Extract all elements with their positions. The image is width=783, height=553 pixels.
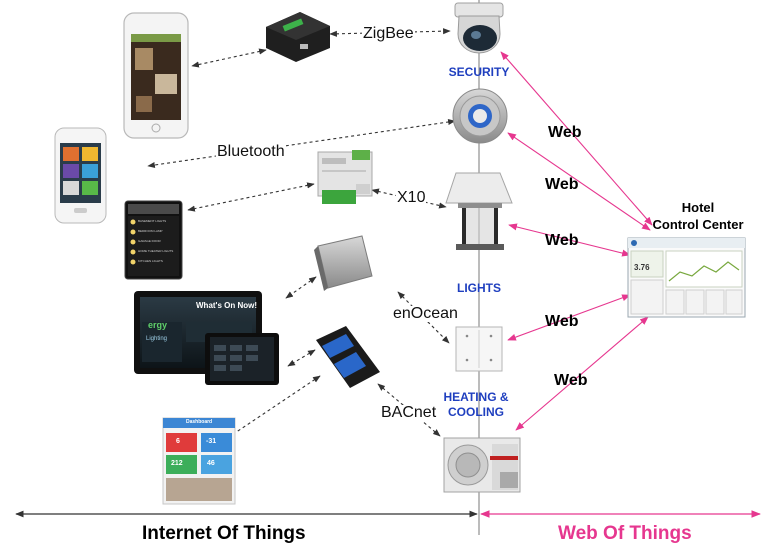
- control-tablet: [205, 333, 279, 385]
- tablet-menu-label: Lighting: [146, 336, 168, 342]
- category-lights: LIGHTS: [457, 281, 501, 295]
- iphone-camera-view: [123, 12, 189, 139]
- web-arrow-lamp: [508, 223, 631, 257]
- smart-lock: [452, 88, 508, 144]
- link-phone-zigbee: [191, 48, 267, 68]
- bacnet-gateway: [316, 326, 380, 388]
- protocol-label-enocean: enOcean: [392, 305, 459, 322]
- link-bacnet-dashboard: [219, 375, 321, 444]
- phone-list-item: KITCHEN LIGHTS: [138, 259, 163, 263]
- web-label: Web: [545, 176, 579, 193]
- protocol-label-bluetooth: Bluetooth: [216, 143, 286, 160]
- zigbee-gateway: [266, 12, 330, 62]
- link-bacnet-ac: [377, 383, 441, 437]
- control-center-screen: [627, 237, 746, 318]
- link-bluetooth: [147, 118, 456, 169]
- web-label: Web: [545, 232, 579, 249]
- hotel-title-line2: Control Center: [652, 217, 744, 232]
- category-security: SECURITY: [448, 65, 510, 79]
- dashboard-phone: [162, 417, 236, 505]
- hotel-title-line1: Hotel: [681, 200, 715, 215]
- tablet-brand: ergy: [148, 320, 168, 330]
- dashboard-tile-2: -31: [206, 438, 217, 445]
- link-tablet-bacnet: [287, 349, 316, 367]
- footer-web-of-things: Web Of Things: [558, 523, 692, 544]
- link-phone-x10: [187, 182, 315, 212]
- dashboard-tile-1: 6: [176, 438, 180, 445]
- category-heating-line2: COOLING: [448, 405, 504, 419]
- web-arrow-lock: [507, 132, 651, 231]
- category-heating-line1: HEATING &: [443, 390, 509, 404]
- footer-internet-of-things: Internet Of Things: [142, 523, 306, 544]
- control-center-reading: 3.76: [634, 263, 650, 272]
- android-phone: [54, 127, 107, 224]
- dashboard-title: Dashboard: [186, 419, 213, 425]
- protocol-label-zigbee: ZigBee: [362, 25, 415, 42]
- web-label: Web: [554, 372, 588, 389]
- phone-list-item: GARAGE DOOR: [138, 239, 161, 243]
- link-tablet-enocean: [285, 276, 317, 299]
- phone-list-item: BASEMENT LIGHTS: [138, 219, 167, 223]
- security-camera: [454, 2, 504, 54]
- table-lamp: [445, 172, 513, 250]
- x10-module: [317, 150, 373, 204]
- phone-list-item: HOME THEATER LIGHTS: [138, 249, 174, 253]
- protocol-label-x10: X10: [396, 189, 427, 206]
- web-arrow-ac: [515, 316, 649, 431]
- dashboard-tile-3: 212: [171, 460, 183, 467]
- enocean-gateway: [314, 235, 373, 291]
- air-conditioner: [443, 437, 521, 493]
- smartphone-lights-list: [124, 200, 183, 280]
- dashboard-tile-4: 46: [207, 460, 215, 467]
- phone-list-item: BEDROOM LAMP: [138, 229, 163, 233]
- wall-switch: [455, 326, 503, 372]
- web-label: Web: [545, 313, 579, 330]
- protocol-label-bacnet: BACnet: [380, 404, 438, 421]
- web-label: Web: [548, 124, 582, 141]
- tablet-headline: What's On Now!: [196, 301, 258, 310]
